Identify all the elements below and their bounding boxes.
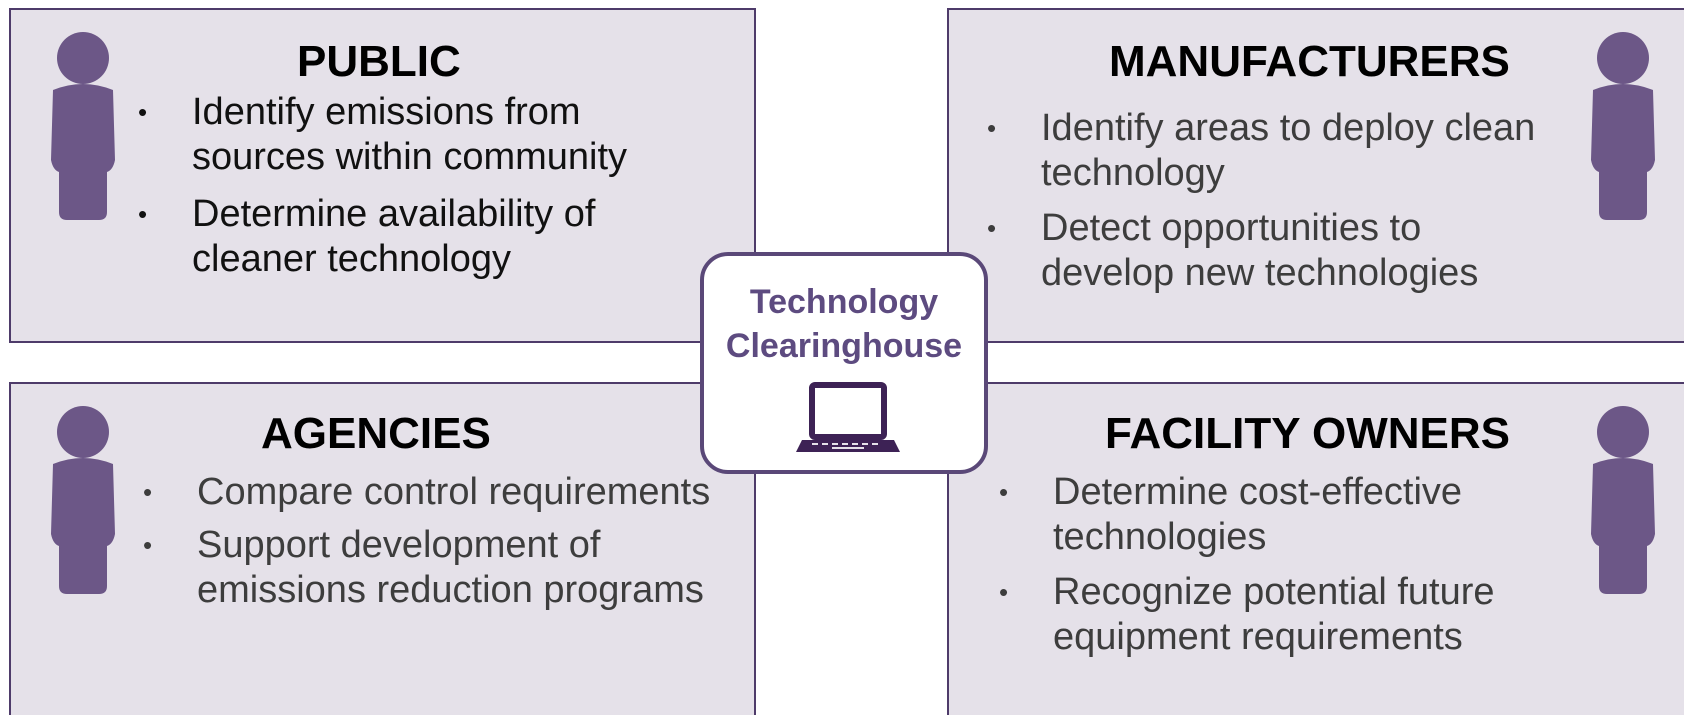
public-bullet-list: Identify emissions from sources within c… [138, 90, 627, 282]
list-item: Compare control requirements [143, 470, 710, 515]
list-item: Determine availability of cleaner techno… [138, 192, 627, 282]
hub-title: Technology Clearinghouse [725, 283, 963, 365]
manufacturers-bullet-list: Identify areas to deploy clean technolog… [987, 106, 1535, 296]
facility-owners-title: FACILITY OWNERS [1105, 409, 1510, 458]
person-icon [51, 32, 115, 220]
person-icon [1591, 32, 1655, 220]
person-icon [51, 406, 115, 594]
agencies-panel: AGENCIES Compare control requirements Su… [9, 382, 756, 715]
list-item: Identify areas to deploy clean technolog… [987, 106, 1535, 196]
list-item: Detect opportunities to develop new tech… [987, 206, 1535, 296]
manufacturers-panel: MANUFACTURERS Identify areas to deploy c… [947, 8, 1684, 343]
list-item: Identify emissions from sources within c… [138, 90, 627, 180]
agencies-title: AGENCIES [261, 409, 491, 458]
public-title: PUBLIC [297, 37, 461, 86]
laptop-icon [796, 382, 900, 452]
public-panel: PUBLIC Identify emissions from sources w… [9, 8, 756, 343]
person-icon [1591, 406, 1655, 594]
list-item: Recognize potential future equipment req… [999, 570, 1495, 660]
agencies-bullet-list: Compare control requirements Support dev… [143, 470, 710, 613]
list-item: Determine cost-effective technologies [999, 470, 1495, 560]
facility-owners-bullet-list: Determine cost-effective technologies Re… [999, 470, 1495, 660]
manufacturers-title: MANUFACTURERS [1109, 37, 1510, 86]
list-item: Support development of emissions reducti… [143, 523, 710, 613]
facility-owners-panel: FACILITY OWNERS Determine cost-effective… [947, 382, 1684, 715]
technology-clearinghouse-hub: Technology Clearinghouse [700, 252, 988, 474]
